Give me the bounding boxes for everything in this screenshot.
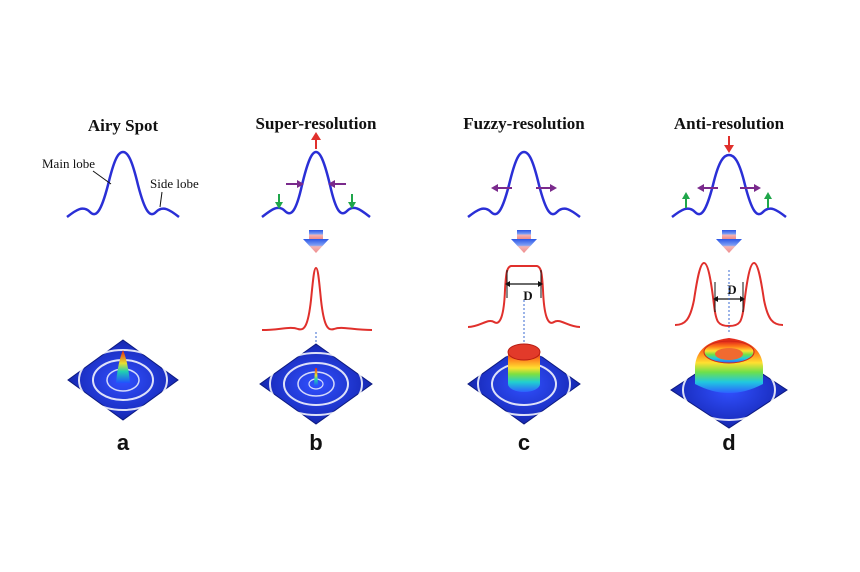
- fuzzy-resolution-profile-curve: [467, 150, 581, 218]
- width-marker-c: [505, 270, 543, 298]
- side-lobe-leader: [159, 191, 163, 208]
- main-lobe-label: Main lobe: [42, 156, 95, 171]
- transition-arrow-c: [511, 230, 537, 253]
- super-resolution-3d-surface: [259, 343, 373, 425]
- spread-arrows: [491, 184, 557, 192]
- panel-c: Fuzzy-resolution D c: [463, 114, 585, 455]
- squeeze-arrows: [286, 180, 346, 188]
- super-resolution-output-curve: [261, 266, 373, 331]
- panel-label-b: b: [309, 430, 322, 455]
- panel-label-c: c: [518, 430, 530, 455]
- panel-label-d: d: [722, 430, 735, 455]
- super-resolution-profile-curve: [261, 150, 371, 218]
- panel-title-c: Fuzzy-resolution: [463, 114, 585, 133]
- panel-a: Airy Spot Main lobe Side lobe a: [42, 116, 199, 455]
- panel-label-a: a: [117, 430, 130, 455]
- fuzzy-resolution-3d-surface: [467, 343, 581, 425]
- anti-resolution-3d-surface: [670, 338, 788, 429]
- width-label-d: D: [727, 282, 736, 297]
- side-lobe-label: Side lobe: [150, 176, 199, 191]
- panel-d: Anti-resolution D: [670, 114, 788, 455]
- fuzzy-resolution-output-curve: [467, 265, 581, 328]
- width-label-c: D: [523, 288, 532, 303]
- side-lobe-up-arrows: [682, 192, 772, 208]
- airy-3d-surface: [67, 339, 179, 421]
- anti-resolution-profile-curve: [671, 153, 787, 218]
- panel-title-a: Airy Spot: [88, 116, 159, 135]
- peak-up-arrow: [311, 132, 321, 149]
- transition-arrow-d: [716, 230, 742, 253]
- panel-b: Super-resolution: [256, 114, 377, 455]
- airy-profile-curve: [66, 150, 180, 218]
- peak-down-arrow: [724, 136, 734, 153]
- transition-arrow-b: [303, 230, 329, 253]
- side-lobe-down-arrows: [275, 194, 356, 209]
- spread-arrows-d: [697, 184, 761, 192]
- panel-title-d: Anti-resolution: [674, 114, 785, 133]
- panel-title-b: Super-resolution: [256, 114, 377, 133]
- main-lobe-leader: [92, 170, 112, 185]
